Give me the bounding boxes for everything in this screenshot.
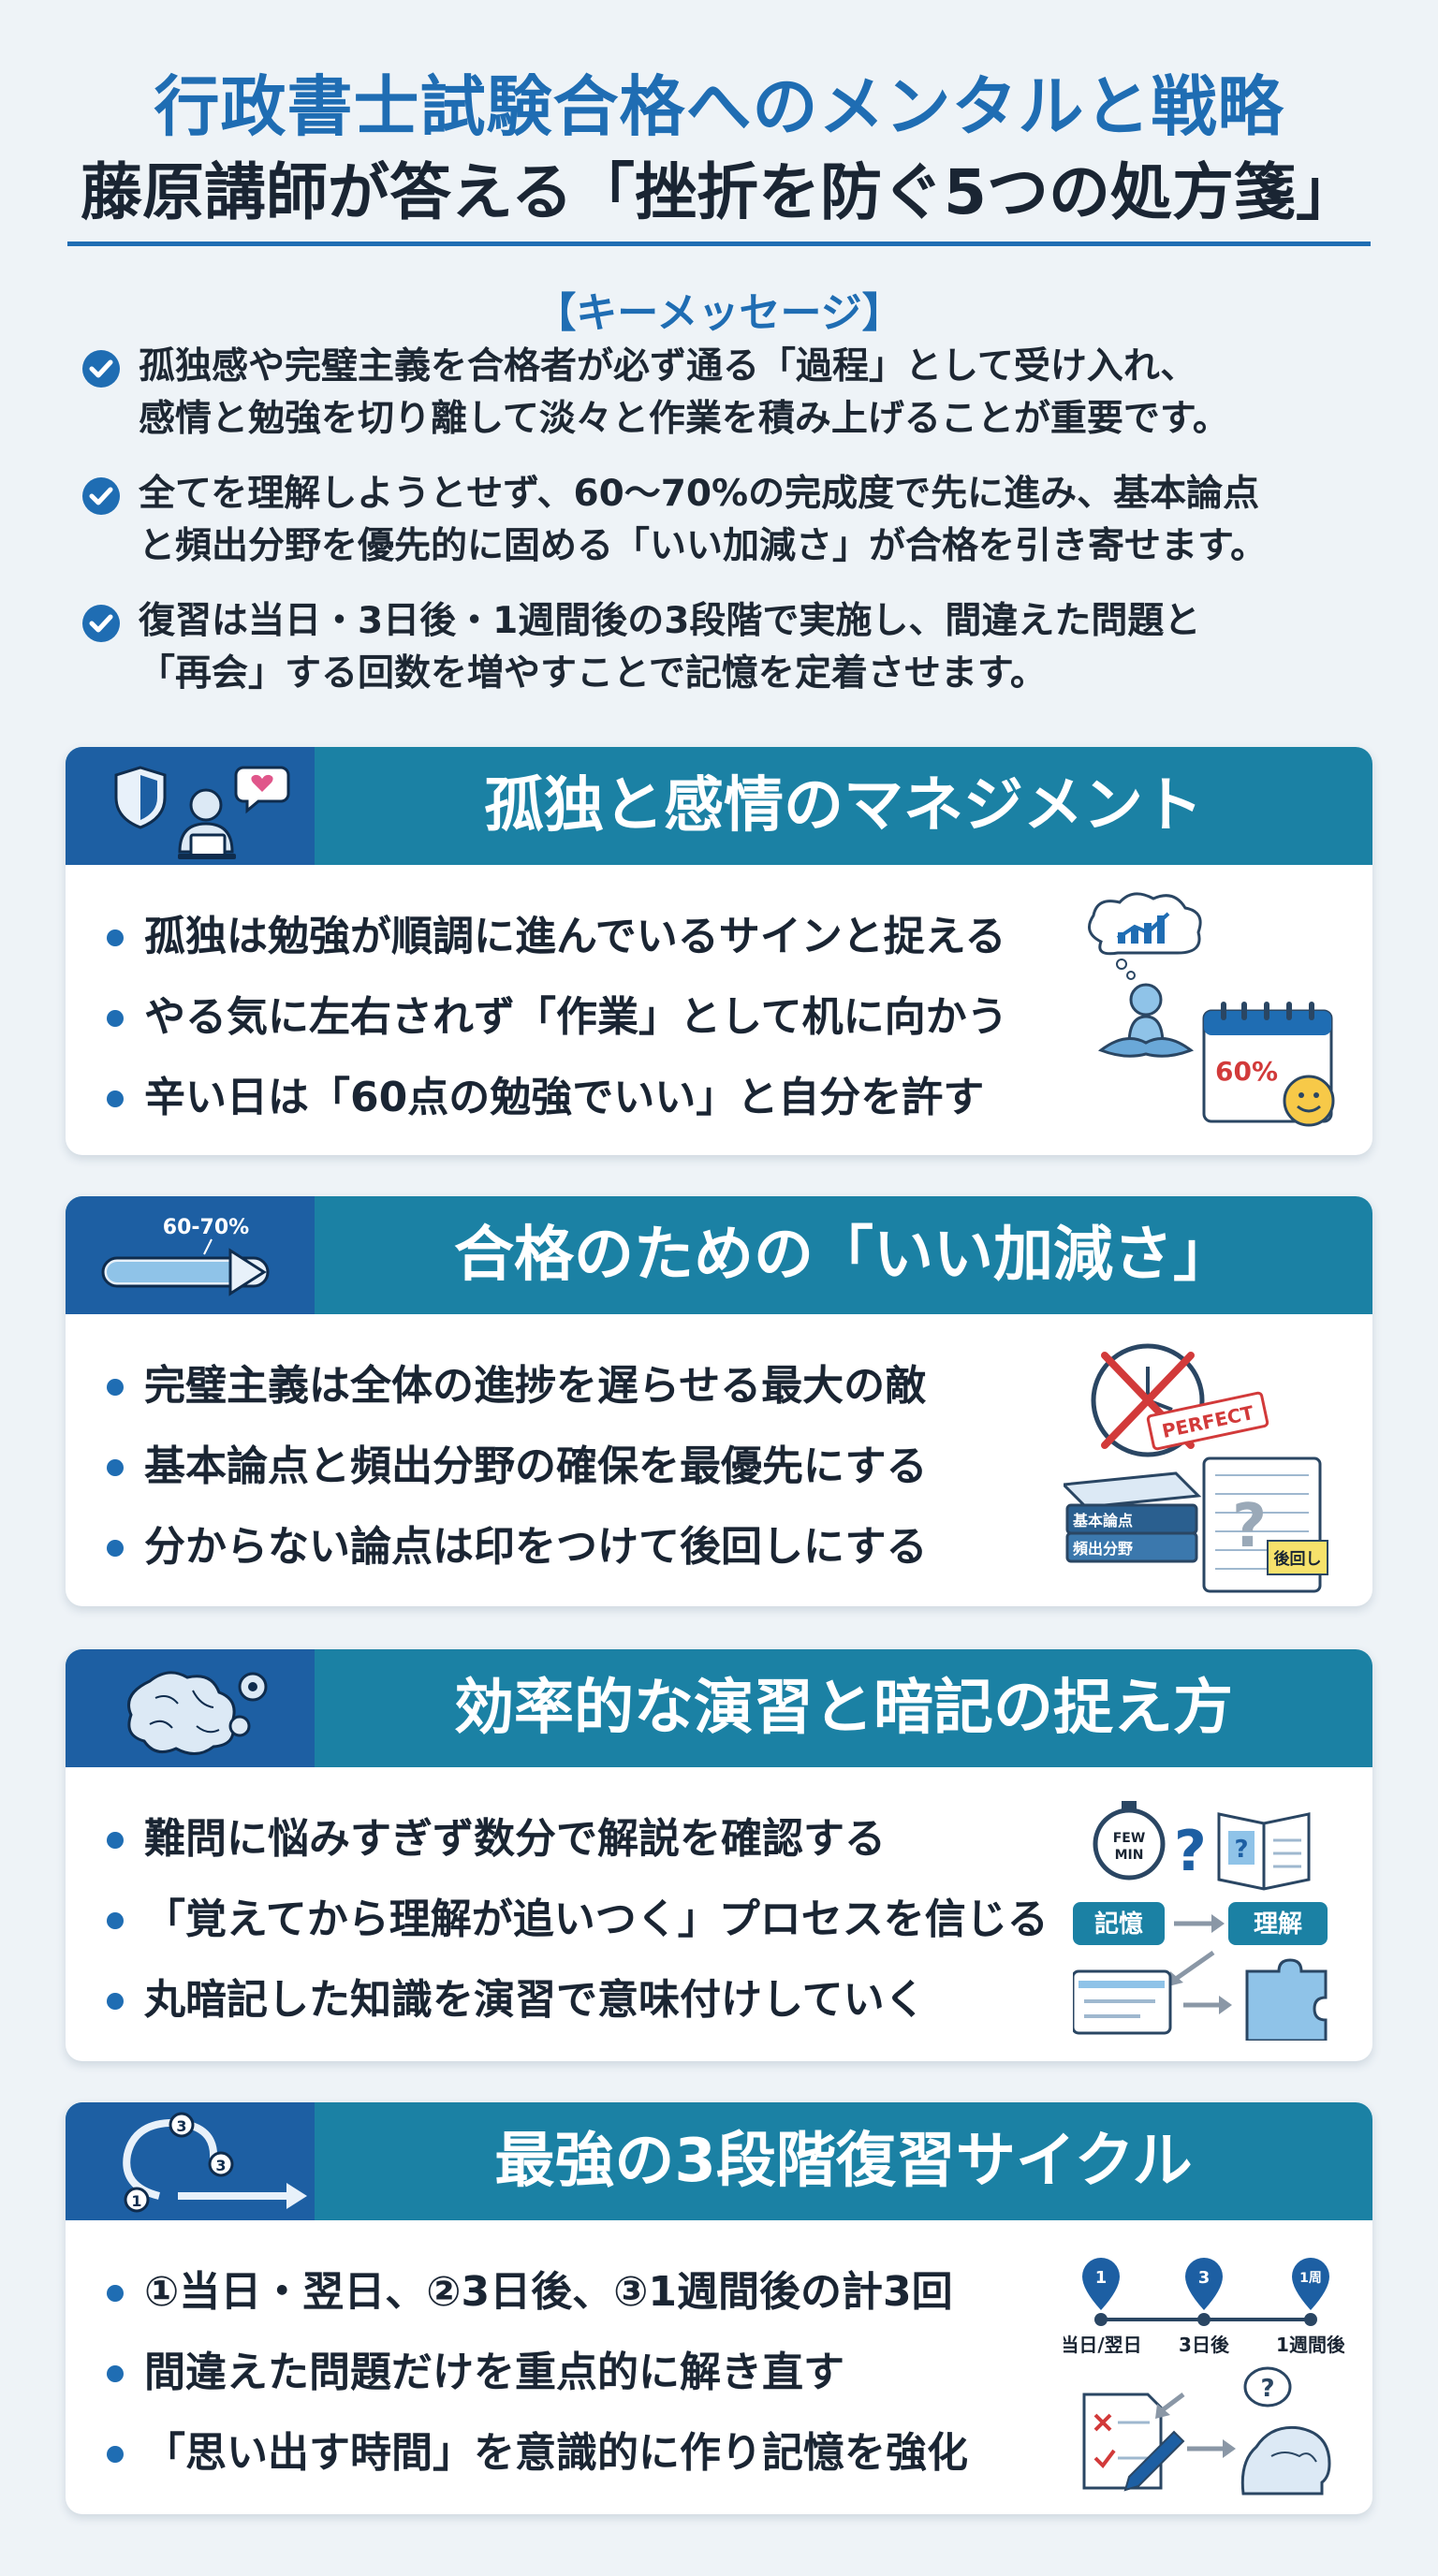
flow-label-understanding: 理解	[1254, 1910, 1302, 1939]
book-label: 基本論点	[1072, 1512, 1133, 1530]
section-card-review-cycle: 1 3 3 最強の3段階復習サイクル ①当日・翌日、②3日後、③1週間後の計3回…	[66, 2102, 1372, 2514]
section-card-practice: 効率的な演習と暗記の捉え方 難問に悩みすぎず数分で解説を確認する 「覚えてから理…	[66, 1649, 1372, 2061]
list-item: 「思い出す時間」を意識的に作り記憶を強化	[107, 2413, 1071, 2494]
brain-gear-icon	[127, 1671, 268, 1755]
review-cycle-icon: 1 3 3	[123, 2112, 307, 2213]
progress-arrow-icon: 60-70%	[101, 1216, 270, 1296]
flow-label-memory: 記憶	[1094, 1910, 1143, 1939]
key-message-heading: 【キーメッセージ】	[535, 289, 903, 337]
timeline-label: 3日後	[1179, 2334, 1230, 2356]
key-point-text: 孤独感や完璧主義を合格者が必ず通る「過程」として受け入れ、	[139, 345, 1197, 388]
bullet-list: ①当日・翌日、②3日後、③1週間後の計3回 間違えた問題だけを重点的に解き直す …	[107, 2252, 1071, 2494]
review-timeline-illustration: 1 3 1周 当日/翌日 3日後 1週間後 ?	[1064, 2258, 1344, 2496]
key-point-text: 復習は当日・3日後・1週間後の3段階で実施し、間違えた問題と	[139, 600, 1201, 642]
list-item: 「覚えてから理解が追いつく」プロセスを信じる	[107, 1880, 1071, 1960]
clock-books-notebook-illustration: PERFECT 基本論点 頻出分野 ? 後回し	[1064, 1343, 1328, 1593]
bullet-list: 完璧主義は全体の進捗を遅らせる最大の敵 基本論点と頻出分野の確保を最優先にする …	[107, 1346, 1071, 1588]
list-item: ①当日・翌日、②3日後、③1週間後の計3回	[107, 2252, 1071, 2333]
timeline-label: 当日/翌日	[1064, 2334, 1142, 2356]
list-item: 基本論点と頻出分野の確保を最優先にする	[107, 1427, 1071, 1507]
cycle-step-label: 3	[176, 2117, 186, 2135]
section-card-isolation: 孤独と感情のマネジメント 孤独は勉強が順調に進んでいるサインと捉える やる気に左…	[66, 747, 1372, 1155]
list-item: 孤独は勉強が順調に進んでいるサインと捉える	[107, 897, 1071, 977]
section-title: 合格のための「いい加減さ」	[454, 1221, 1233, 1290]
book-label: 頻出分野	[1073, 1540, 1133, 1558]
calendar-percent-label: 60%	[1215, 1056, 1278, 1087]
section-icon-box: 60-70%	[66, 1196, 315, 1314]
key-point-text: 感情と勉強を切り離して淡々と作業を積み上げることが重要です。	[139, 398, 1229, 440]
list-item: やる気に左右されず「作業」として机に向かう	[107, 977, 1071, 1058]
check-circle-icon	[82, 477, 120, 515]
check-circle-icon	[82, 350, 120, 388]
timeline-label: 1週間後	[1276, 2334, 1344, 2356]
timeline-pin-label: 1	[1095, 2268, 1108, 2288]
section-title: 効率的な演習と暗記の捉え方	[454, 1674, 1233, 1743]
key-point-text: 全てを理解しようとせず、60〜70%の完成度で先に進み、基本論点	[139, 473, 1260, 515]
page-title: 行政書士試験合格へのメンタルと戦略	[154, 68, 1284, 145]
timer-book-flow-illustration: FEW MIN ? ? 記憶 理解	[1073, 1801, 1328, 2041]
cycle-step-label: 3	[215, 2157, 226, 2174]
timeline-pin-label: 3	[1198, 2268, 1211, 2288]
svg-text:?: ?	[1174, 1819, 1207, 1884]
section-icon-box	[66, 747, 315, 865]
list-item: 分からない論点は印をつけて後回しにする	[107, 1507, 1071, 1588]
bullet-list: 孤独は勉強が順調に進んでいるサインと捉える やる気に左右されず「作業」として机に…	[107, 897, 1071, 1138]
meditation-calendar-illustration: 60%	[1088, 892, 1335, 1127]
list-item: 間違えた問題だけを重点的に解き直す	[107, 2333, 1071, 2413]
list-item: 完璧主義は全体の進捗を遅らせる最大の敵	[107, 1346, 1071, 1427]
key-point-text: 「再会」する回数を増やすことで記憶を定着させます。	[139, 652, 1047, 695]
check-circle-icon	[82, 605, 120, 642]
section-title: 最強の3段階復習サイクル	[494, 2127, 1193, 2196]
svg-text:?: ?	[1232, 1492, 1267, 1561]
list-item: 辛い日は「60点の勉強でいい」と自分を許す	[107, 1058, 1071, 1138]
section-title: 孤独と感情のマネジメント	[484, 771, 1203, 841]
progress-range-label: 60-70%	[163, 1216, 249, 1239]
page-subtitle: 藤原講師が答える「挫折を防ぐ5つの処方箋」	[81, 156, 1357, 228]
person-laptop-shield-heart-icon	[114, 766, 290, 859]
title-divider	[67, 242, 1371, 246]
key-point-text: と頻出分野を優先的に固める「いい加減さ」が合格を引き寄せます。	[139, 525, 1268, 567]
section-icon-box	[66, 1649, 315, 1767]
cycle-step-label: 1	[131, 2192, 141, 2210]
bullet-list: 難問に悩みすぎず数分で解説を確認する 「覚えてから理解が追いつく」プロセスを信じ…	[107, 1799, 1071, 2041]
list-item: 丸暗記した知識を演習で意味付けしていく	[107, 1960, 1071, 2041]
section-card-looseness: 60-70% 合格のための「いい加減さ」 完璧主義は全体の進捗を遅らせる最大の敵…	[66, 1196, 1372, 1606]
timer-label: MIN	[1115, 1848, 1144, 1863]
timer-label: FEW	[1113, 1831, 1146, 1846]
timeline-pin-label: 1周	[1299, 2271, 1322, 2286]
svg-text:?: ?	[1234, 1836, 1248, 1864]
list-item: 難問に悩みすぎず数分で解説を確認する	[107, 1799, 1071, 1880]
section-icon-box: 1 3 3	[66, 2102, 315, 2220]
sticky-note-label: 後回し	[1274, 1549, 1322, 1569]
svg-text:?: ?	[1260, 2375, 1274, 2403]
